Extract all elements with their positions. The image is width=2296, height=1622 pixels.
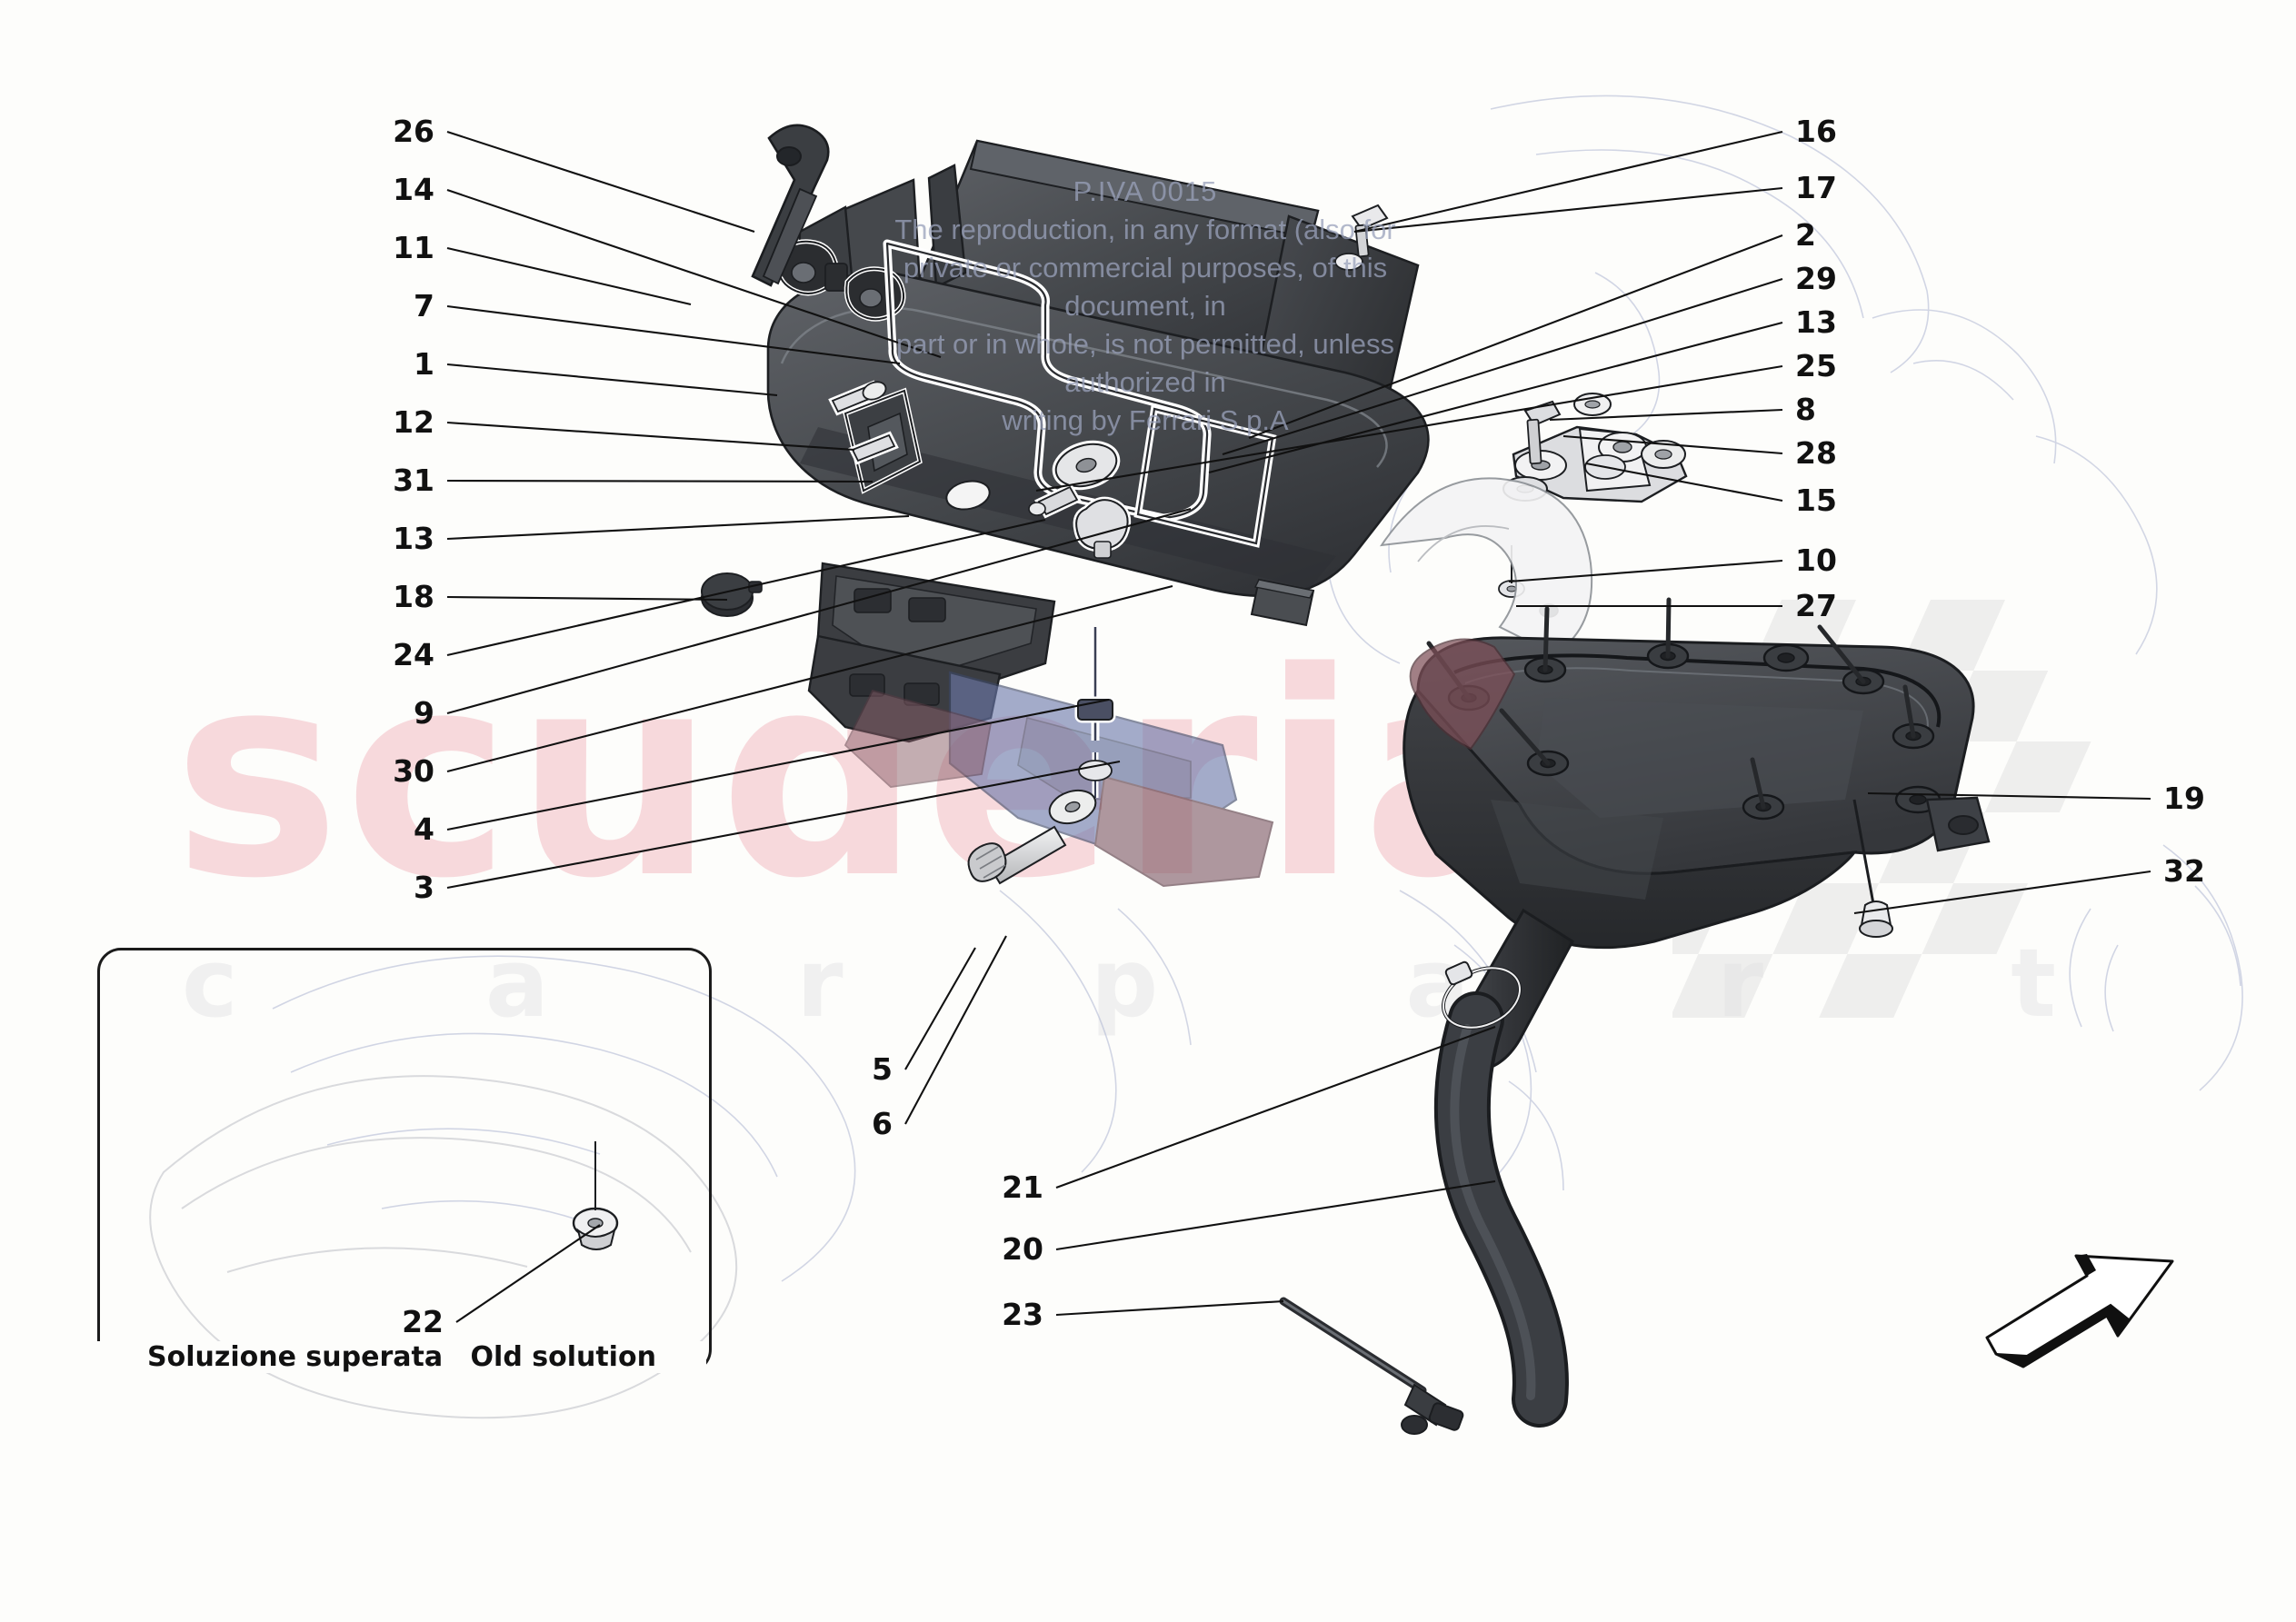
leader-line-5 [904, 947, 976, 1070]
callout-30-left: 30 [393, 753, 434, 789]
leader-line-6 [904, 935, 1007, 1125]
leader-line-16 [1353, 130, 1783, 234]
leader-line-32 [1853, 870, 2151, 915]
watermark-legal-line2: private or commercial purposes, of this … [903, 252, 1388, 322]
leader-line-13 [1208, 321, 1783, 474]
part-tray-studs [1074, 627, 1116, 798]
callout-19: 19 [2163, 781, 2205, 816]
callout-15-right: 15 [1795, 483, 1837, 518]
callout-23: 23 [1002, 1297, 1043, 1332]
callout-7-left: 7 [414, 288, 434, 323]
part-hex-bolt [1523, 400, 1562, 465]
callout-3-left: 3 [414, 870, 434, 905]
callout-31-left: 31 [393, 463, 434, 498]
part-ghost-duct [1379, 477, 1593, 656]
leader-line-1 [446, 363, 778, 397]
leader-line-30 [446, 584, 1173, 773]
callout-13-right: 13 [1795, 304, 1837, 340]
callout-12-left: 12 [393, 404, 434, 440]
leader-line-28 [1562, 434, 1783, 455]
watermark-legal-line1: The reproduction, in any format (also fo… [894, 214, 1396, 245]
part-long-clip-26 [751, 124, 830, 287]
part-hose-highlight [1450, 1024, 1536, 1400]
part-pin-center [1028, 483, 1082, 519]
leader-line-11 [446, 246, 692, 306]
callout-4-left: 4 [414, 811, 434, 847]
leader-lines [446, 130, 2151, 1323]
leader-line-26 [446, 131, 755, 233]
callout-24-left: 24 [393, 637, 434, 672]
leader-line-7 [446, 304, 901, 365]
part-oval-opening [945, 480, 991, 511]
callout-2-right: 2 [1795, 217, 1816, 253]
callout-18-left: 18 [393, 579, 434, 614]
direction-arrow-icon [1985, 1254, 2174, 1368]
part-main-shield-shade [800, 427, 1336, 589]
callout-32: 32 [2163, 853, 2205, 889]
callout-29-right: 29 [1795, 261, 1837, 296]
part-hose [1437, 995, 1565, 1424]
part-grommet-center [1052, 440, 1121, 491]
leader-line-13 [446, 514, 910, 541]
leader-line-3 [446, 760, 1121, 890]
watermark-legal-line4: writing by Ferrari S.p.A [1002, 404, 1289, 436]
callout-26-left: 26 [393, 114, 434, 149]
part-hose-clamp [1441, 960, 1522, 1030]
leader-line-17 [1353, 186, 1783, 234]
leader-line-8 [1549, 408, 1783, 422]
part-chip-24 [1250, 578, 1315, 627]
callout-14-left: 14 [393, 172, 434, 207]
part-cable-route [885, 242, 1209, 520]
leader-line-25 [1035, 364, 1783, 493]
leader-line-23 [1055, 1299, 1284, 1317]
leader-line-4 [446, 698, 1110, 831]
callout-20: 20 [1002, 1231, 1043, 1267]
leader-line-22 [455, 1224, 601, 1323]
callout-25-right: 25 [1795, 348, 1837, 383]
leader-line-2 [1248, 234, 1783, 439]
leader-line-18 [446, 595, 728, 602]
leader-line-14 [446, 189, 942, 358]
callout-13-left: 13 [393, 521, 434, 556]
callout-17-right: 17 [1795, 170, 1837, 205]
watermark-legal-line3: part or in whole, is not permitted, unle… [896, 328, 1394, 398]
old-solution-caption: Soluzione superata Old solution [97, 1341, 706, 1373]
callout-11-left: 11 [393, 230, 434, 265]
callout-6: 6 [872, 1106, 893, 1141]
leader-line-10 [1508, 559, 1783, 583]
leader-line-29 [1222, 277, 1783, 456]
part-main-shield-highlight [780, 306, 1388, 468]
leader-line-21 [1055, 1026, 1496, 1189]
leader-line-24 [446, 518, 1046, 657]
callout-9-left: 9 [414, 695, 434, 731]
part-screw-16-17 [1334, 204, 1389, 271]
watermark-legal: P.IVA 0015 The reproduction, in any form… [863, 173, 1427, 440]
callout-21: 21 [1002, 1169, 1043, 1205]
leader-line-12 [446, 421, 855, 452]
old-solution-caption-en: Old solution [461, 1341, 665, 1373]
old-solution-caption-it: Soluzione superata [138, 1341, 453, 1373]
part-left-fastener-column [828, 380, 899, 465]
callout-28-right: 28 [1795, 435, 1837, 471]
callout-5: 5 [872, 1051, 893, 1087]
leader-line-15 [1585, 462, 1783, 503]
callout-22: 22 [402, 1304, 444, 1339]
part-dipstick [1279, 1297, 1464, 1435]
leader-line-9 [446, 507, 1192, 715]
callout-10-right: 10 [1795, 542, 1837, 578]
part-bolt-washer [967, 789, 1097, 885]
callout-27-right: 27 [1795, 588, 1837, 623]
leader-line-31 [446, 479, 873, 483]
callout-1-left: 1 [414, 346, 434, 382]
part-rect-pad [1133, 404, 1277, 548]
callout-8-right: 8 [1795, 392, 1816, 427]
watermark-legal-piva: P.IVA 0015 [1073, 175, 1218, 207]
leader-line-20 [1055, 1179, 1496, 1251]
leader-line-19 [1867, 791, 2151, 801]
part-phantom-pad [844, 689, 993, 788]
callout-16-right: 16 [1795, 114, 1837, 149]
